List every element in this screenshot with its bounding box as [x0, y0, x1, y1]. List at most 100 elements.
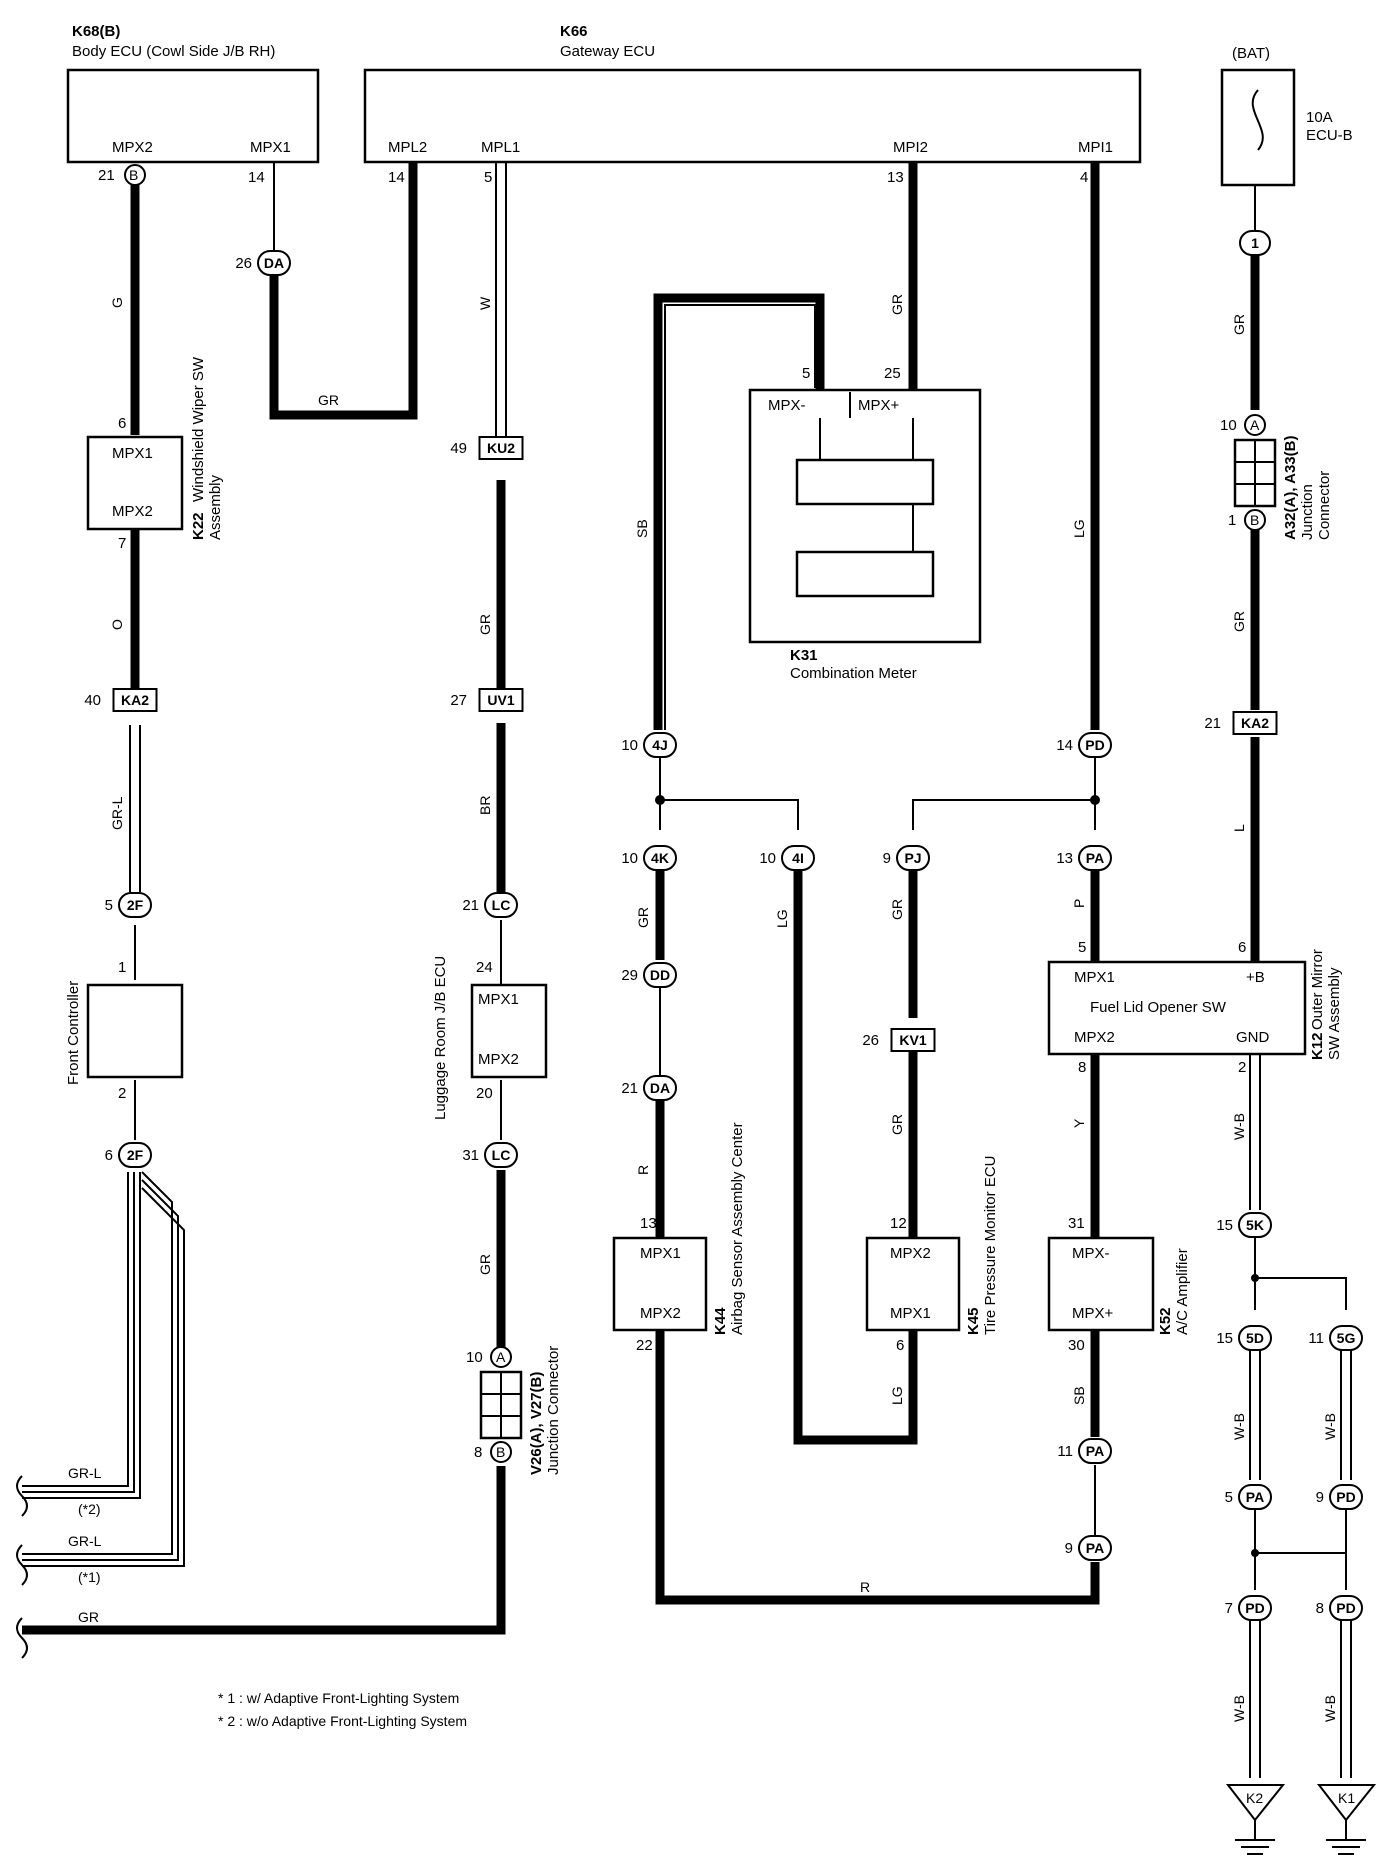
- k31-combination-meter: MPX- MPX+ 5 25 K31 Combination Meter: [748, 365, 982, 682]
- connector-shape: [1239, 230, 1271, 256]
- connector-id: PJ: [904, 850, 921, 866]
- k52-name: A/C Amplifier: [1174, 1248, 1191, 1335]
- connector-pd-9: PD9: [1316, 1484, 1363, 1510]
- k22-pinnum-6: 6: [118, 415, 126, 432]
- connector-pin-number: 10: [621, 850, 638, 867]
- wire-wb-2: [1249, 1350, 1261, 1480]
- ground-k1: K1: [1338, 1790, 1355, 1806]
- k22-name2: Assembly: [207, 474, 224, 540]
- k12-inner: Fuel Lid Opener SW: [1090, 999, 1227, 1016]
- a32-num-b: 1: [1228, 512, 1236, 529]
- connector-shape: [643, 845, 677, 871]
- connector-shape: [643, 732, 677, 758]
- label-wire-wb-4: W-B: [1231, 1695, 1247, 1722]
- wire-lg-2: [793, 870, 918, 1445]
- v26-num-a: 10: [466, 1349, 483, 1366]
- k22-box: [86, 435, 184, 531]
- connector-shape: [1238, 1212, 1272, 1238]
- label-wire-lg-2: LG: [774, 909, 790, 928]
- fuse-name: ECU-B: [1306, 127, 1353, 144]
- front-controller-name: Front Controller: [65, 981, 82, 1085]
- label-wire-gr-9: GR: [1231, 611, 1247, 632]
- k66-pinnum-4: 4: [1080, 169, 1088, 186]
- connector-pin-number: 40: [84, 692, 101, 709]
- connector-pin-number: 26: [862, 1032, 879, 1049]
- k31-pinnum-25: 25: [884, 365, 901, 382]
- connector-pin-number: 9: [1316, 1489, 1324, 1506]
- luggage-ecu-box: [470, 983, 548, 1079]
- connector-shape: [484, 1142, 518, 1168]
- k52-pinnum-31: 31: [1068, 1215, 1085, 1232]
- a32-num-a: 10: [1220, 417, 1237, 434]
- label-wire-gr-7: GR: [889, 1114, 905, 1135]
- connector-id: PD: [1336, 1600, 1355, 1616]
- label-wire-gr-4: GR: [889, 294, 905, 315]
- k66-pinnum-5: 5: [484, 169, 492, 186]
- connector-f2-bot: 2F 6: [105, 1142, 152, 1168]
- k12-pin-gnd: GND: [1236, 1029, 1270, 1046]
- label-wire-gr-out: GR: [78, 1609, 99, 1625]
- k22-name1: Windshield Wiper SW: [190, 356, 207, 502]
- connector-shape: [118, 1142, 152, 1168]
- k31-pin-mpx-plus: MPX+: [858, 397, 900, 414]
- label-wire-br: BR: [477, 796, 493, 815]
- connector-id: PA: [1086, 1540, 1104, 1556]
- connector-pin-number: 15: [1216, 1217, 1233, 1234]
- wire-color-labels: G O GR-L GR W GR BR GR GR SB GR LG GR LG…: [68, 294, 1338, 1722]
- wire-gr-l-1: [129, 725, 141, 892]
- connector-pj: PJ9: [883, 845, 930, 871]
- connector-shape: [896, 845, 930, 871]
- k31-pinnum-5: 5: [802, 365, 810, 382]
- k68-pinnum-14: 14: [248, 169, 265, 186]
- connector-f2-top: 2F5: [105, 892, 152, 918]
- k66-pin-mpi1: MPI1: [1078, 139, 1113, 156]
- wire-gr-l-out-1: [22, 1171, 185, 1567]
- connector-pin-number: 6: [105, 1147, 113, 1164]
- fc-pinnum-1: 1: [118, 959, 126, 976]
- connector-pin-number: 21: [621, 1080, 638, 1097]
- k31-code: K31: [790, 647, 818, 664]
- k12-name1: Outer Mirror: [1309, 949, 1326, 1030]
- connector-id: 2F: [127, 1147, 144, 1163]
- k12-pin-plusb: +B: [1246, 969, 1265, 986]
- k12-pinnum-6: 6: [1238, 939, 1246, 956]
- connector-shape: [1238, 1484, 1272, 1510]
- connector-id: PD: [1085, 737, 1104, 753]
- connector-id: LC: [492, 1147, 511, 1163]
- k12-pinnum-2: 2: [1238, 1059, 1246, 1076]
- k52-pin-mpx-minus: MPX-: [1072, 1245, 1110, 1262]
- k66-box: [363, 68, 1142, 164]
- footnote-1: * 1 : w/ Adaptive Front-Lighting System: [218, 1690, 459, 1706]
- k68-code: K68(B): [72, 23, 120, 40]
- k12-box: [1047, 960, 1307, 1056]
- note-2: (*2): [78, 1501, 101, 1517]
- connector-pin-number: 26: [235, 255, 252, 272]
- connector-id: KA2: [121, 692, 149, 708]
- connector-id: PA: [1086, 850, 1104, 866]
- wire-k5-split: [1254, 1238, 1347, 1310]
- wire-pd-split: [912, 758, 1096, 830]
- connector-shape: [1238, 1325, 1272, 1351]
- connector-id: UV1: [487, 692, 514, 708]
- k66-pinnum-14: 14: [388, 169, 405, 186]
- fc-pinnum-2: 2: [118, 1085, 126, 1102]
- wire-gr-l-out-2: [22, 1172, 141, 1499]
- connector-pin-number: 13: [1056, 850, 1073, 867]
- label-wire-sb-1: SB: [634, 519, 650, 538]
- label-wire-gr-1: GR: [318, 392, 339, 408]
- k68-pinnum-21: 21: [98, 167, 115, 184]
- a32-name3: Connector: [1316, 471, 1333, 540]
- wire-gr-1: [269, 160, 418, 420]
- k66-pin-mpl2: MPL2: [388, 139, 427, 156]
- connector-shape: [1329, 1325, 1363, 1351]
- connector-id: 2F: [127, 897, 144, 913]
- k12-pinnum-5: 5: [1078, 939, 1086, 956]
- label-wire-wb-3: W-B: [1322, 1413, 1338, 1440]
- front-controller-box: [86, 983, 184, 1079]
- label-wire-g: G: [109, 297, 125, 308]
